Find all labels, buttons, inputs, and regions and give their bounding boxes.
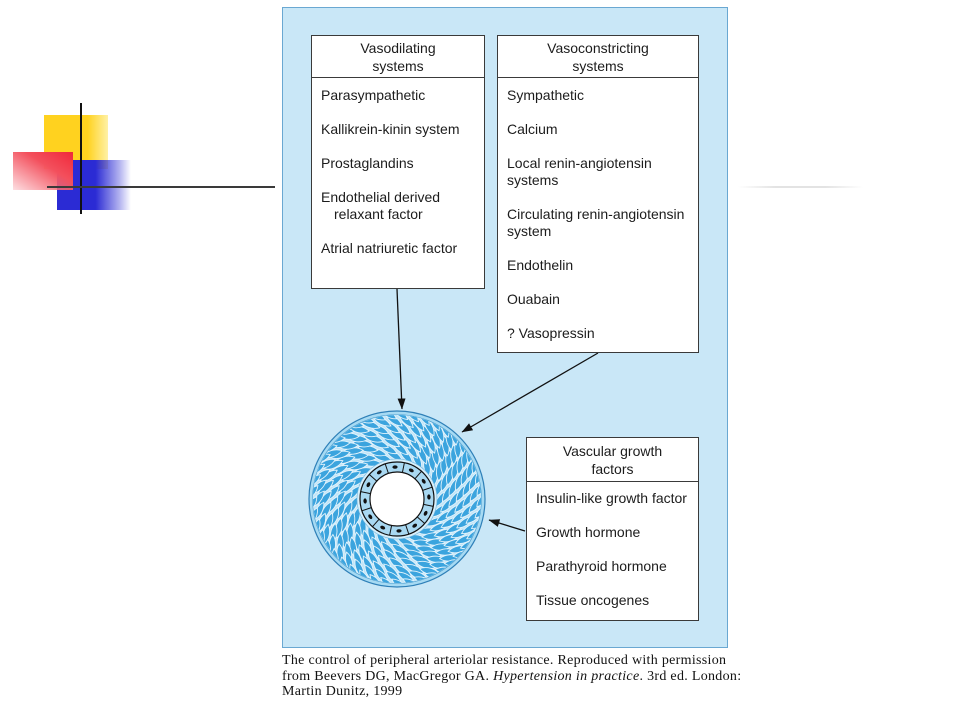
smooth-muscle-cell (391, 415, 409, 421)
smooth-muscle-cell (402, 578, 422, 583)
vasodilating-systems-header: Vasodilating systems (312, 36, 484, 78)
endothelial-nucleus (412, 523, 418, 528)
vasodilator-item: Parasympathetic (321, 87, 426, 103)
vasoconstrictor-item: Sympathetic (507, 87, 585, 103)
growth-factor-item: Growth hormone (536, 524, 641, 540)
title-rule-left (47, 186, 275, 188)
endothelial-nucleus (423, 510, 428, 516)
vascular-growth-factors-box: Vascular growth factors Insulin-like gro… (526, 437, 699, 621)
vasodilating-systems-box: Vasodilating systems Parasympathetic Kal… (311, 35, 485, 289)
vasodilator-item: Kallikrein-kinin system (321, 121, 460, 137)
arrow-growth-factors-to-arteriole (488, 519, 526, 532)
endothelial-nucleus (368, 514, 373, 520)
lumen (369, 471, 425, 527)
endothelial-cell-border (423, 503, 434, 507)
endothelial-nucleus (366, 482, 371, 488)
endothelial-cell-border (416, 516, 426, 524)
smooth-muscle-cell (313, 484, 319, 501)
vasoconstricting-systems-box: Vasoconstricting systems Sympathetic Cal… (497, 35, 699, 353)
endothelial-cell-border (372, 518, 380, 528)
vasoconstrictor-item: ? Vasopressin (507, 325, 595, 341)
endothelial-nucleus (380, 525, 386, 530)
arrow-vasoconstricting-to-arteriole (461, 352, 599, 433)
vasoconstrictor-item: Calcium (507, 121, 558, 137)
arrow-vasodilating-to-arteriole (396, 288, 406, 410)
smooth-muscle-cell (404, 415, 420, 423)
arteriole-cross-section (308, 410, 486, 588)
endothelial-nucleus (363, 498, 367, 504)
endothelial-cells (360, 462, 434, 536)
growth-factor-item: Tissue oncogenes (536, 592, 650, 608)
endothelial-cell-border (414, 470, 422, 480)
vasoconstrictor-item: Endothelin (507, 257, 574, 273)
title-rule-right (738, 186, 863, 188)
smooth-muscle-cell (476, 490, 481, 508)
growth-factor-item: Parathyroid hormone (536, 558, 667, 574)
endothelial-nucleus (376, 470, 382, 475)
caption-text-end: . 3rd ed. London: Martin Dunitz, 1999 (282, 668, 742, 700)
endothelial-nucleus (392, 465, 398, 469)
endothelial-nucleus (396, 529, 402, 533)
endothelial-cell-border (384, 463, 389, 474)
endothelial-nucleus (408, 468, 414, 473)
vasoconstrictor-item: Circulating renin-angiotensin system (507, 206, 685, 239)
vasoconstricting-systems-header: Vasoconstricting systems (498, 36, 698, 78)
logo-red-square (13, 152, 73, 190)
smooth-muscle-cell (380, 577, 396, 583)
smooth-muscle-cells (313, 415, 481, 583)
vasodilator-item: Atrial natriuretic factor (321, 240, 458, 256)
vascular-growth-factors-list: Insulin-like growth factor Growth hormon… (527, 482, 698, 609)
smooth-muscle-cell (391, 578, 409, 583)
endothelial-cell-border (401, 462, 405, 473)
vasodilating-systems-list: Parasympathetic Kallikrein-kinin system … (312, 78, 484, 257)
vasodilator-item: Endothelial derived relaxant factor (321, 189, 441, 222)
smooth-muscle-cell (476, 477, 481, 497)
vasoconstricting-systems-list: Sympathetic Calcium Local renin-angioten… (498, 78, 698, 342)
endothelial-nucleus (427, 494, 431, 500)
vascular-growth-factors-header: Vascular growth factors (527, 438, 698, 482)
endothelial-cell-border (405, 524, 410, 535)
vasoconstrictor-item: Ouabain (507, 291, 560, 307)
vasodilator-item: Prostaglandins (321, 155, 414, 171)
caption-book-title: Hypertension in practice (493, 668, 640, 684)
endothelial-nucleus (421, 478, 426, 484)
endothelial-cell-border (361, 507, 372, 512)
endothelial-cell-border (368, 474, 378, 482)
endothelial-cell-border (389, 525, 393, 536)
growth-factor-item: Insulin-like growth factor (536, 490, 687, 506)
figure-caption: The control of peripheral arteriolar res… (282, 653, 741, 700)
endothelial-cell-border (422, 486, 433, 491)
caption-text: The control of peripheral arteriolar res… (282, 653, 727, 684)
vasoconstrictor-item: Local renin-angiotensin systems (507, 155, 652, 188)
smooth-muscle-cell (313, 474, 322, 488)
smooth-muscle-cell (474, 503, 481, 519)
logo-vertical-line (80, 103, 82, 214)
endothelial-cell-border (360, 491, 371, 495)
smooth-muscle-cell (378, 415, 398, 420)
smooth-muscle-cell (313, 496, 318, 514)
